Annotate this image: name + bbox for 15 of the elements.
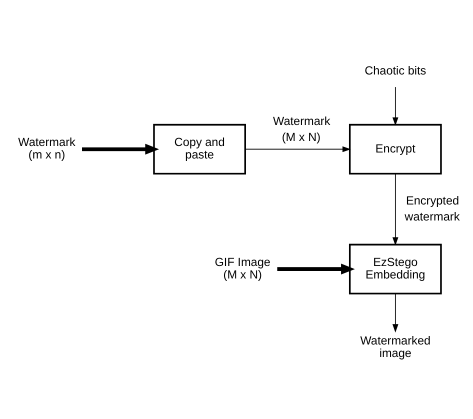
arrow [277,263,355,274]
arrow [392,173,398,246]
arrow [392,292,398,332]
node-box: Encrypt [348,123,442,174]
arrow [392,86,398,126]
node-text: Watermark (m x n) [18,134,76,162]
node-text: GIF Image (M x N) [214,254,270,282]
arrow [244,146,351,152]
node-text: Chaotic bits [364,63,426,78]
arrow [82,143,160,154]
edge-label: Encrypted watermark [404,192,460,223]
edge-label: Watermark (M x N) [273,113,330,144]
node-text: Watermarked image [360,332,431,360]
node-box: Copy and paste [153,123,246,174]
node-box: EzStego Embedding [348,243,442,294]
